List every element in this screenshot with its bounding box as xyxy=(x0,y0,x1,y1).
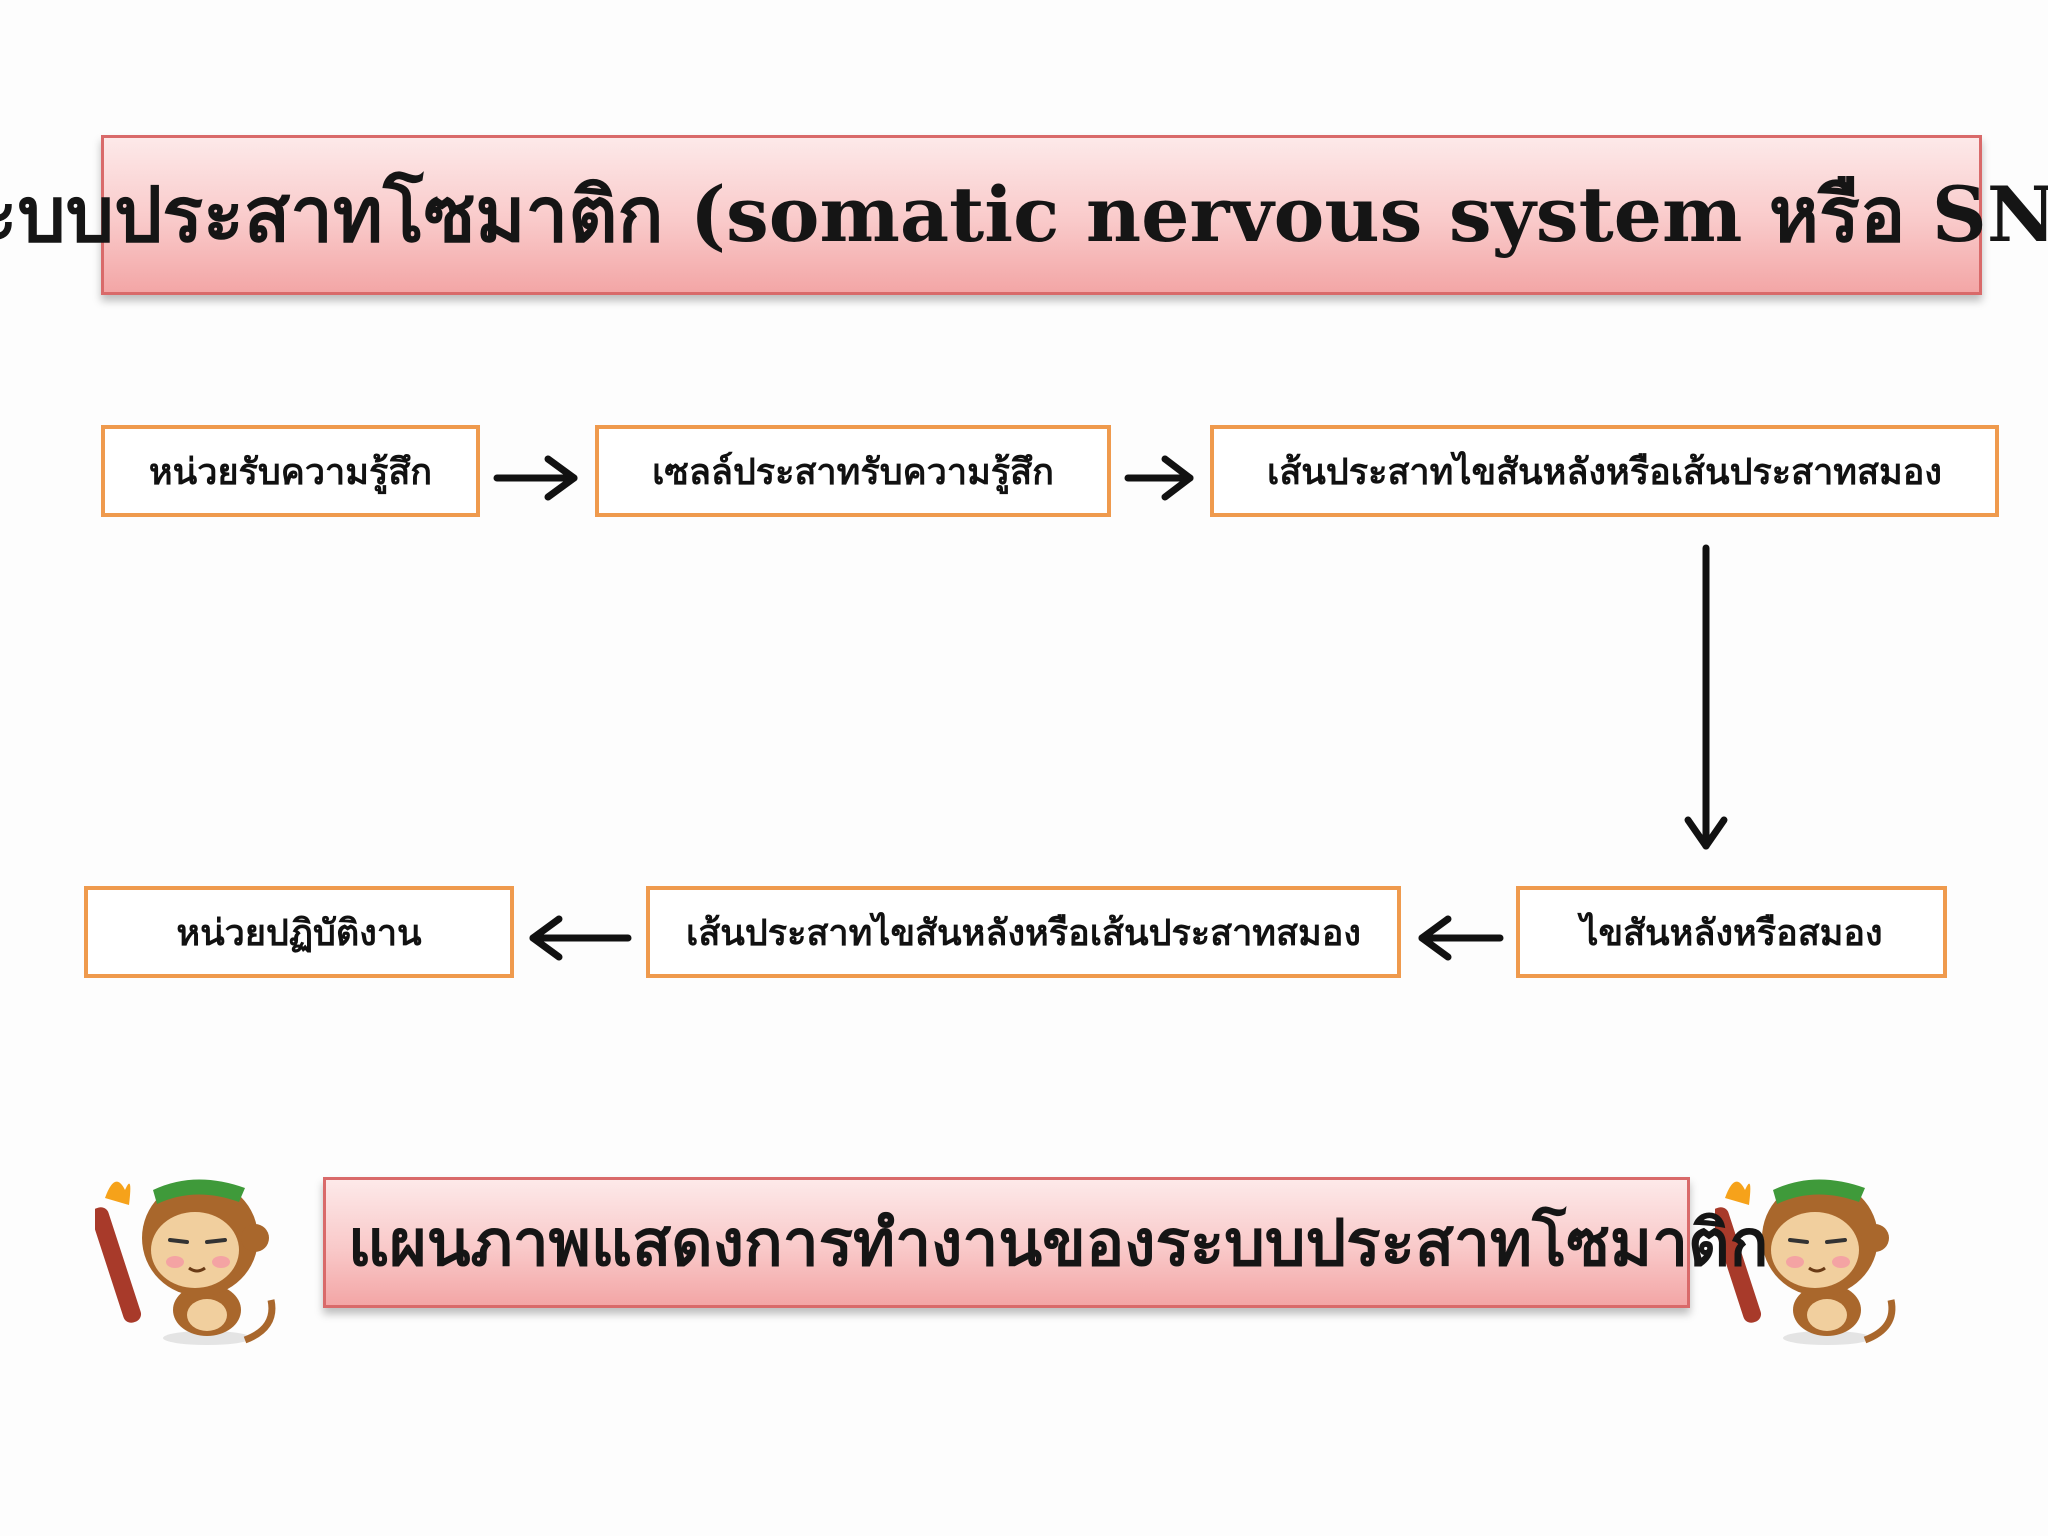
flow-box-spinal-or-cranial-nerve-in: เส้นประสาทไขสันหลังหรือเส้นประสาทสมอง xyxy=(1210,425,1999,517)
title-banner: ระบบประสาทโซมาติก (somatic nervous syste… xyxy=(0,135,2048,295)
arrow-left-icon xyxy=(1418,915,1504,961)
diagram-caption: แผนภาพแสดงการทำงานของระบบประสาทโซมาติก xyxy=(348,1205,1769,1281)
flow-box-label: เซลล์ประสาทรับความรู้สึก xyxy=(652,450,1054,493)
flow-box-spinal-cord-or-brain: ไขสันหลังหรือสมอง xyxy=(1516,886,1947,978)
flow-box-label: เส้นประสาทไขสันหลังหรือเส้นประสาทสมอง xyxy=(686,911,1361,954)
monkey-mascot-icon xyxy=(95,1179,276,1345)
flow-box-label: หน่วยรับความรู้สึก xyxy=(148,450,433,493)
monkey-mascot-icon xyxy=(1715,1179,1896,1345)
arrow-right-icon xyxy=(493,455,578,501)
page-title: ระบบประสาทโซมาติก (somatic nervous syste… xyxy=(0,170,2048,259)
flow-box-sensory-neuron: เซลล์ประสาทรับความรู้สึก xyxy=(595,425,1111,517)
flow-box-label: เส้นประสาทไขสันหลังหรือเส้นประสาทสมอง xyxy=(1267,450,1942,493)
flow-box-spinal-or-cranial-nerve-out: เส้นประสาทไขสันหลังหรือเส้นประสาทสมอง xyxy=(646,886,1401,978)
flow-box-sensory-receptor: หน่วยรับความรู้สึก xyxy=(101,425,480,517)
flow-box-label: หน่วยปฏิบัติงาน xyxy=(176,911,422,954)
arrow-right-icon xyxy=(1124,455,1194,501)
arrow-down-icon xyxy=(1684,544,1728,850)
flow-box-effector: หน่วยปฏิบัติงาน xyxy=(84,886,514,978)
caption-banner: แผนภาพแสดงการทำงานของระบบประสาทโซมาติก xyxy=(323,1177,1768,1308)
flow-box-label: ไขสันหลังหรือสมอง xyxy=(1580,911,1883,954)
arrow-left-icon xyxy=(529,915,632,961)
